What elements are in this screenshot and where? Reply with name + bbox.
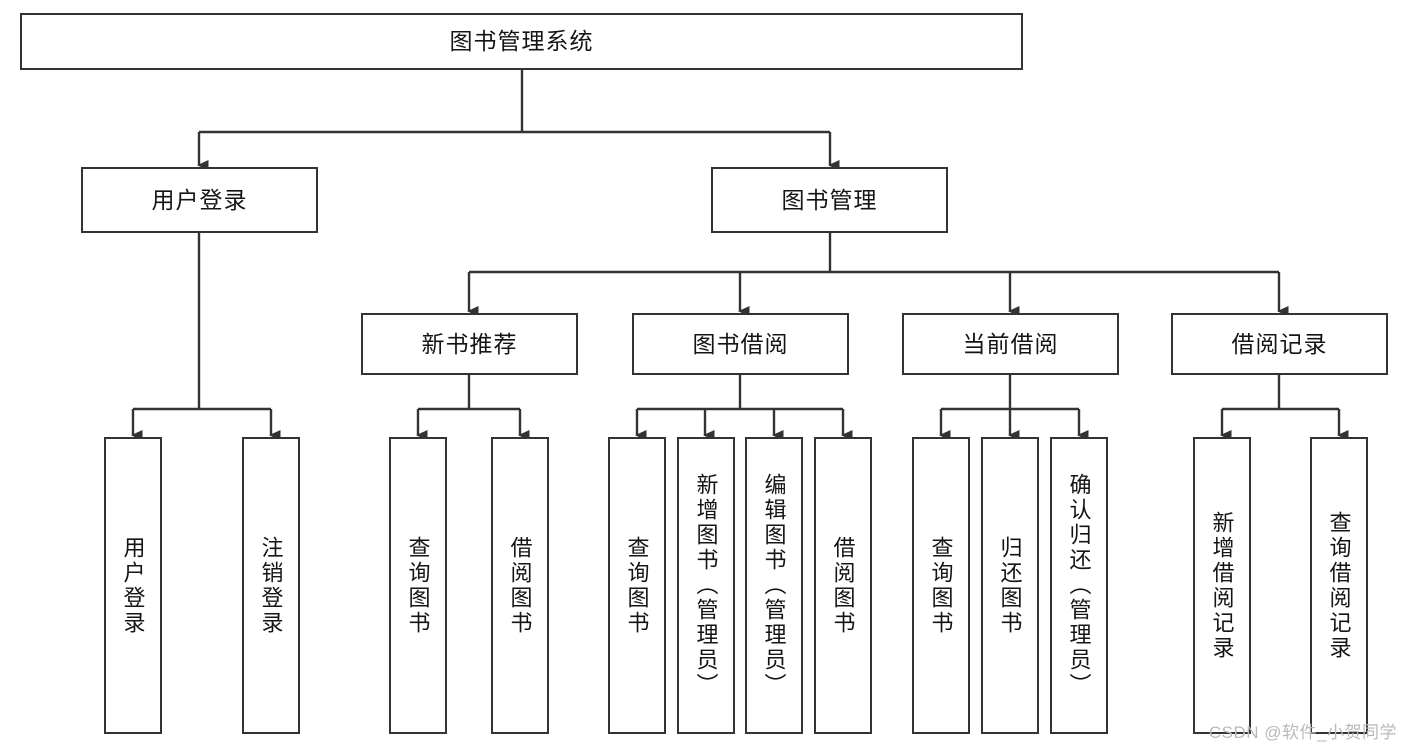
leaf-new-book-query-book[interactable]: 查询图书 <box>389 437 447 734</box>
leaf-current-borrow-confirm-return-admin[interactable]: 确认归还（管理员） <box>1050 437 1108 734</box>
leaf-user-login-login[interactable]: 用户登录 <box>104 437 162 734</box>
node-book-borrow[interactable]: 图书借阅 <box>632 313 849 375</box>
node-current-borrow[interactable]: 当前借阅 <box>902 313 1119 375</box>
leaf-book-borrow-edit-book-admin[interactable]: 编辑图书（管理员） <box>745 437 803 734</box>
node-new-book-recommend[interactable]: 新书推荐 <box>361 313 578 375</box>
node-label: 用户登录 <box>120 535 146 636</box>
node-label: 新增借阅记录 <box>1209 510 1235 661</box>
node-label: 用户登录 <box>151 186 248 213</box>
node-label: 查询图书 <box>405 535 431 636</box>
node-label: 借阅图书 <box>507 535 533 636</box>
node-book-management[interactable]: 图书管理 <box>711 167 948 233</box>
leaf-book-borrow-add-book-admin[interactable]: 新增图书（管理员） <box>677 437 735 734</box>
leaf-book-borrow-borrow-book[interactable]: 借阅图书 <box>814 437 872 734</box>
leaf-user-login-logout[interactable]: 注销登录 <box>242 437 300 734</box>
node-user-login[interactable]: 用户登录 <box>81 167 318 233</box>
node-label: 注销登录 <box>258 535 284 636</box>
node-borrow-record[interactable]: 借阅记录 <box>1171 313 1388 375</box>
node-label: 图书管理系统 <box>449 28 594 55</box>
node-label: 查询借阅记录 <box>1326 510 1352 661</box>
leaf-new-book-borrow-book[interactable]: 借阅图书 <box>491 437 549 734</box>
leaf-book-borrow-query-book[interactable]: 查询图书 <box>608 437 666 734</box>
node-label: 当前借阅 <box>962 330 1059 357</box>
node-root-book-management-system[interactable]: 图书管理系统 <box>20 13 1023 70</box>
csdn-watermark: CSDN @软件_小贺同学 <box>1208 723 1397 742</box>
node-label: 查询图书 <box>928 535 954 636</box>
node-label: 借阅记录 <box>1231 330 1328 357</box>
node-label: 确认归还（管理员） <box>1066 473 1092 698</box>
node-label: 查询图书 <box>624 535 650 636</box>
node-label: 图书管理 <box>781 186 878 213</box>
leaf-borrow-record-add-record[interactable]: 新增借阅记录 <box>1193 437 1251 734</box>
node-label: 新书推荐 <box>421 330 518 357</box>
node-label: 借阅图书 <box>830 535 856 636</box>
node-label: 图书借阅 <box>692 330 789 357</box>
leaf-borrow-record-query-record[interactable]: 查询借阅记录 <box>1310 437 1368 734</box>
node-label: 编辑图书（管理员） <box>761 473 787 698</box>
leaf-current-borrow-return-book[interactable]: 归还图书 <box>981 437 1039 734</box>
node-label: 新增图书（管理员） <box>693 473 719 698</box>
leaf-current-borrow-query-book[interactable]: 查询图书 <box>912 437 970 734</box>
node-label: 归还图书 <box>997 535 1023 636</box>
